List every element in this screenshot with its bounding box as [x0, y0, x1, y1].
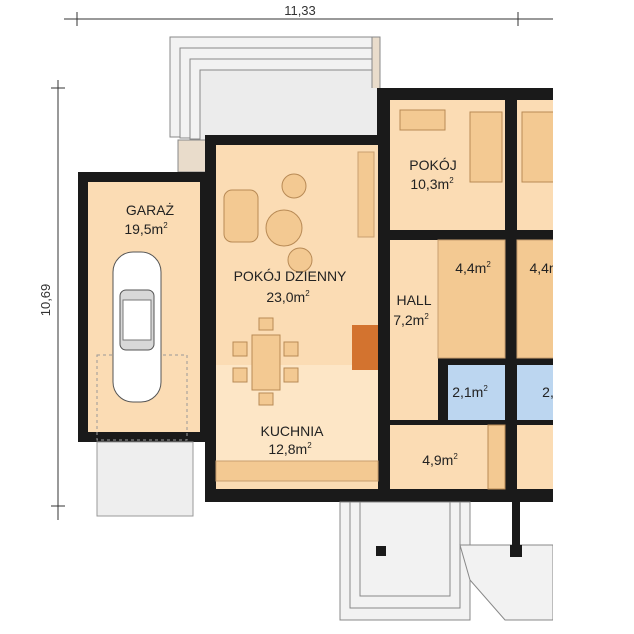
width-dimension [64, 12, 555, 26]
bathroom-floor [448, 365, 505, 420]
vestibule-area: 4,9m2 [422, 452, 458, 468]
room-label: POKÓJ [409, 157, 456, 173]
width-dimension-label: 11,33 [284, 3, 316, 18]
fireplace [352, 325, 378, 370]
garage-area: 19,5m2 [124, 221, 168, 237]
car-icon [112, 251, 162, 403]
kitchen-label: KUCHNIA [260, 423, 324, 439]
hall-area: 7,2m2 [393, 312, 429, 328]
living-room-area: 23,0m2 [266, 289, 310, 305]
bathroom-area: 2,1m2 [452, 384, 488, 400]
vestibule-floor [390, 425, 505, 489]
room-area: 10,3m2 [410, 176, 454, 192]
neighbor-stairs-area: 4,4m [529, 260, 560, 276]
bottom-terrace [339, 501, 554, 621]
hall-label: HALL [396, 292, 431, 308]
depth-dimension-label: 10,69 [38, 284, 53, 317]
living-furniture [223, 173, 313, 406]
kitchen-area: 12,8m2 [268, 441, 312, 457]
driveway [96, 441, 194, 517]
hall-floor [390, 240, 438, 420]
stairs-area: 4,4m2 [455, 260, 491, 276]
neighbor-bathroom-area: 2, [542, 384, 554, 400]
living-room-label: POKÓJ DZIENNY [234, 268, 347, 284]
depth-dimension [51, 80, 65, 520]
stairs [437, 239, 506, 359]
garage-label: GARAŻ [126, 201, 175, 218]
